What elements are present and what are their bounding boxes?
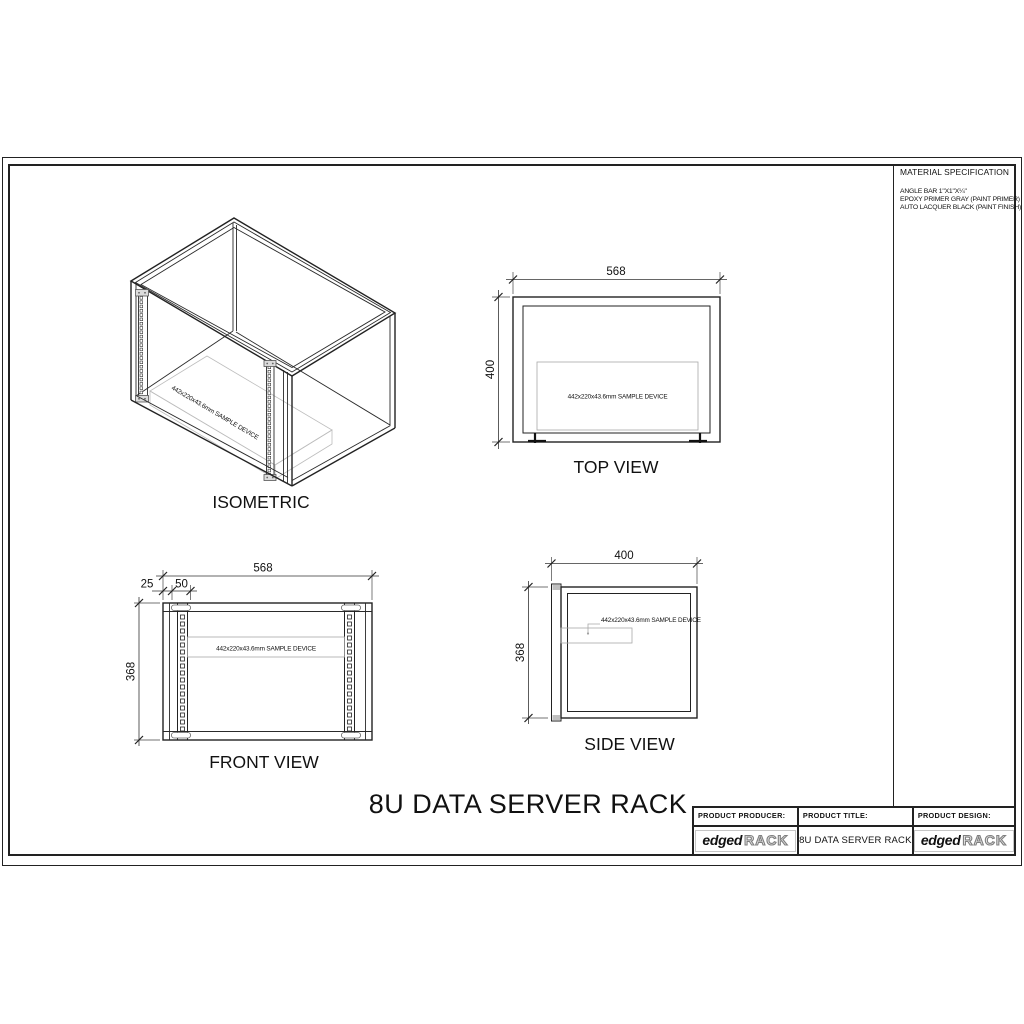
top-view-foot-left xyxy=(528,433,546,443)
logo-rack-text: RACK xyxy=(962,831,1007,848)
front-view-edge-offset-dim: 25 xyxy=(141,579,154,591)
material-spec-title: MATERIAL SPECIFICATION xyxy=(900,167,1010,177)
material-spec-line-finish: AUTO LACQUER BLACK (PAINT FINISH) xyxy=(900,204,1022,212)
material-spec-line-primer: EPOXY PRIMER GRAY (PAINT PRIMER) xyxy=(900,196,1020,204)
isometric-view: 442x220x43.6mm SAMPLE DEVICE ISOMETRIC xyxy=(129,217,397,512)
front-view-device-label: 442x220x43.6mm SAMPLE DEVICE xyxy=(216,646,316,653)
logo-edged-text: edged xyxy=(702,831,743,848)
side-view-height-dim: 368 xyxy=(515,643,527,662)
product-title-value: 8U DATA SERVER RACK xyxy=(799,835,912,846)
side-view: 442x220x43.6mm SAMPLE DEVICE 400 368 SID… xyxy=(515,550,703,754)
isometric-left-rail-holes xyxy=(139,296,144,395)
logo-edged-text: edged xyxy=(920,831,961,848)
producer-label: PRODUCT PRODUCER: xyxy=(694,808,797,827)
front-view: 442x220x43.6mm SAMPLE DEVICE 568 25 50 3… xyxy=(126,563,379,772)
side-view-width-dim: 400 xyxy=(614,550,633,562)
top-view-foot-right xyxy=(689,433,707,443)
logo-rack-text: RACK xyxy=(744,831,789,848)
side-view-device-label: 442x220x43.6mm SAMPLE DEVICE xyxy=(601,617,701,624)
top-view: 442x220x43.6mm SAMPLE DEVICE 568 400 TOP… xyxy=(485,266,727,477)
title-block-title-cell: PRODUCT TITLE: 8U DATA SERVER RACK xyxy=(798,808,914,854)
front-view-width-dim: 568 xyxy=(253,563,272,575)
side-view-caption: SIDE VIEW xyxy=(584,734,675,754)
front-view-rail-offset-dim: 50 xyxy=(175,579,188,591)
material-spec-divider xyxy=(893,166,894,807)
front-view-caption: FRONT VIEW xyxy=(209,752,319,772)
material-spec-panel: MATERIAL SPECIFICATION ANGLE BAR 1"X1"X¼… xyxy=(900,167,1022,213)
product-title-label: PRODUCT TITLE: xyxy=(798,808,912,827)
top-view-width-dim: 568 xyxy=(606,266,625,278)
sheet-outer-border xyxy=(2,157,1022,866)
top-view-depth-dim: 400 xyxy=(485,360,497,379)
material-spec-line-anglebar: ANGLE BAR 1"X1"X¼" xyxy=(900,188,967,195)
isometric-mid-rail-holes xyxy=(267,365,272,477)
drawing-title: 8U DATA SERVER RACK xyxy=(368,789,688,819)
front-view-height-dim: 368 xyxy=(126,662,138,681)
isometric-caption: ISOMETRIC xyxy=(212,492,309,512)
front-view-right-rail-holes xyxy=(347,614,352,732)
top-view-caption: TOP VIEW xyxy=(574,457,659,477)
sheet-inner-border xyxy=(8,164,1016,856)
design-label: PRODUCT DESIGN: xyxy=(913,808,1014,827)
top-view-device-label: 442x220x43.6mm SAMPLE DEVICE xyxy=(568,394,668,401)
front-view-left-rail-holes xyxy=(180,614,185,732)
isometric-device-label: 442x220x43.6mm SAMPLE DEVICE xyxy=(170,385,260,442)
